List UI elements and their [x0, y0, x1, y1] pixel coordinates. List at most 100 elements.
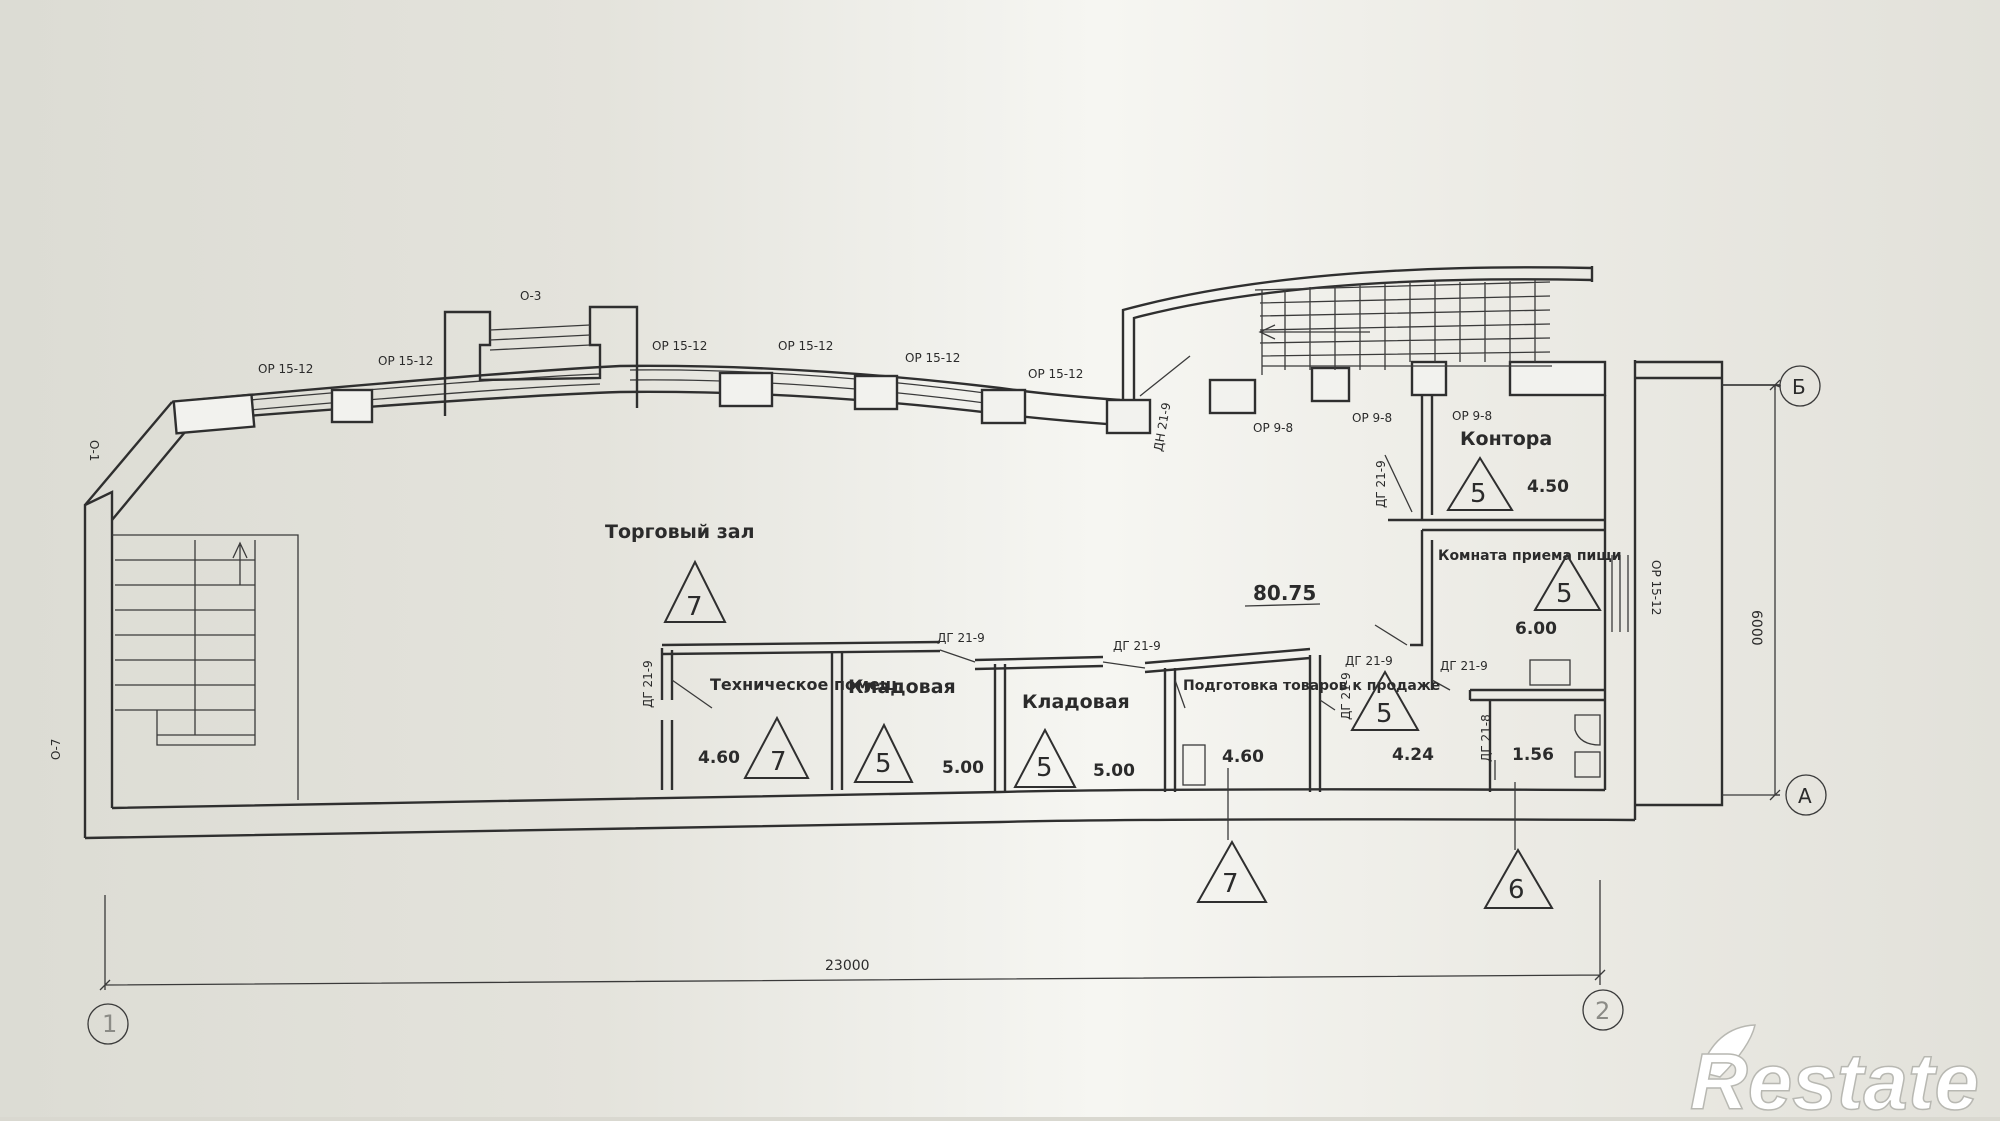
- opening-label: ОР 15-12: [652, 339, 707, 353]
- room-name-dining: Комната приема пищи: [1438, 548, 1622, 564]
- opening-label: ОР 15-12: [778, 339, 833, 353]
- pier-9: [1410, 360, 1448, 397]
- door-label: ДГ 21-9: [1339, 672, 1353, 720]
- sink-fixture: [1529, 659, 1571, 686]
- door-label: ДГ 21-9: [641, 660, 655, 708]
- hall-area: 80.75: [1253, 581, 1316, 605]
- opening-label: ОР 15-12: [905, 351, 960, 365]
- dining-walls: [1410, 528, 1605, 690]
- room-area-preparation: 4.60: [1222, 747, 1264, 767]
- overall-dimension: 23000: [825, 958, 870, 974]
- depth-dimension-line: [1722, 379, 1781, 801]
- pier-4: [853, 374, 899, 411]
- door-label: ДГ 21-9: [1440, 659, 1488, 673]
- room-area-toilet: 1.56: [1512, 745, 1554, 765]
- axis-lines: [1722, 384, 1781, 796]
- left-diagonal-wall: [84, 401, 196, 521]
- room-area-storage-1: 5.00: [942, 758, 984, 778]
- opening-label: ОР 15-12: [258, 362, 313, 376]
- category-number: 6: [1508, 875, 1525, 905]
- category-number: 5: [875, 749, 892, 779]
- door-label: ДГ 21-9: [1374, 460, 1388, 508]
- room-name-office: Контора: [1460, 428, 1552, 450]
- room-partition-top-2: [974, 655, 1104, 671]
- pier-2: [330, 388, 374, 424]
- left-stair-arrow: [232, 541, 248, 585]
- depth-dimension: 6000: [1748, 610, 1764, 646]
- door-label: ДГ 21-9: [1345, 654, 1393, 668]
- room-area-dining: 6.00: [1515, 619, 1557, 639]
- pier-5: [980, 388, 1027, 425]
- opening-label: ОР 9-8: [1452, 409, 1492, 423]
- category-triangle: [1196, 839, 1268, 903]
- axis-bubble-1: [87, 1003, 129, 1045]
- room-name-storage-2: Кладовая: [1022, 691, 1130, 713]
- upper-stair-arrow: [1258, 324, 1370, 340]
- room-area-corridor: 4.24: [1392, 745, 1434, 765]
- room-wall-4: [1163, 668, 1177, 792]
- room-name-preparation: Подготовка товаров к продаже: [1183, 678, 1440, 694]
- pier-3: [718, 371, 774, 408]
- pier-10: [1508, 360, 1607, 397]
- o3-recess: [443, 305, 639, 416]
- room-wall-2: [830, 652, 844, 790]
- door-label: ДГ 21-8: [1479, 714, 1493, 762]
- category-triangle: [1446, 456, 1514, 511]
- category-triangle: [1533, 553, 1602, 611]
- category-triangle: [1483, 848, 1554, 909]
- pier-7: [1208, 378, 1257, 415]
- window-lines-2: [629, 369, 1001, 406]
- room-wall-5: [1308, 655, 1322, 792]
- right-window: [1611, 555, 1629, 632]
- category-number: 7: [686, 592, 703, 622]
- left-stair-box: [112, 534, 299, 800]
- axis-label-2: 2: [1595, 997, 1610, 1025]
- watermark-text: Restate: [1690, 1037, 1979, 1117]
- toilet-fixture: [1574, 714, 1601, 746]
- room-name-storage-1: Кладовая: [848, 676, 956, 698]
- bottom-wall-inner: [111, 788, 1606, 810]
- axis-bubble-a: [1785, 774, 1827, 816]
- axis-label-a: А: [1798, 784, 1812, 808]
- pier-8: [1310, 366, 1351, 403]
- opening-label: ОР 9-8: [1253, 421, 1293, 435]
- axis-label-b: Б: [1792, 375, 1806, 399]
- pier-6: [1105, 398, 1152, 435]
- stair-enclosure: [1121, 266, 1594, 400]
- room-wall-1a: [660, 648, 674, 790]
- room-area-storage-2: 5.00: [1093, 761, 1135, 781]
- room-name-trading-hall: Торговый зал: [605, 521, 755, 543]
- axis-label-1: 1: [102, 1010, 117, 1038]
- category-triangle: [663, 559, 727, 623]
- door-swings-bottom: [671, 649, 1336, 711]
- door-label: ДГ 21-9: [1113, 639, 1161, 653]
- room-area-technical: 4.60: [698, 748, 740, 768]
- room-wall-3: [993, 664, 1007, 792]
- pier-1: [172, 393, 256, 435]
- left-wall: [83, 490, 114, 838]
- stair-door-swing: [1139, 355, 1191, 397]
- hall-area-underline: [1244, 603, 1321, 607]
- right-porch: [1635, 360, 1724, 807]
- opening-label: ОР 15-12: [1649, 560, 1663, 615]
- o3-window-lines: [489, 324, 591, 351]
- opening-label: ОР 15-12: [1028, 367, 1083, 381]
- room-name-technical: Техническое помещ.: [710, 675, 904, 694]
- opening-label: ОР 15-12: [378, 354, 433, 368]
- door-swings-right: [1374, 454, 1496, 780]
- opening-label: О-7: [49, 739, 63, 760]
- kontora-walls: [1388, 395, 1605, 522]
- restate-watermark-logo: Restate: [1689, 1024, 1980, 1117]
- fixture-small: [1574, 751, 1601, 778]
- fixture-box: [1182, 744, 1206, 786]
- category-number: 5: [1470, 479, 1487, 509]
- category-number: 5: [1376, 699, 1393, 729]
- opening-label: О-1: [87, 440, 101, 461]
- category-triangle: [1350, 669, 1420, 731]
- room-partition-top-1: [661, 640, 941, 656]
- category-number: 5: [1036, 753, 1053, 783]
- overall-dimension-line: [99, 880, 1606, 991]
- category-triangle: [743, 715, 810, 779]
